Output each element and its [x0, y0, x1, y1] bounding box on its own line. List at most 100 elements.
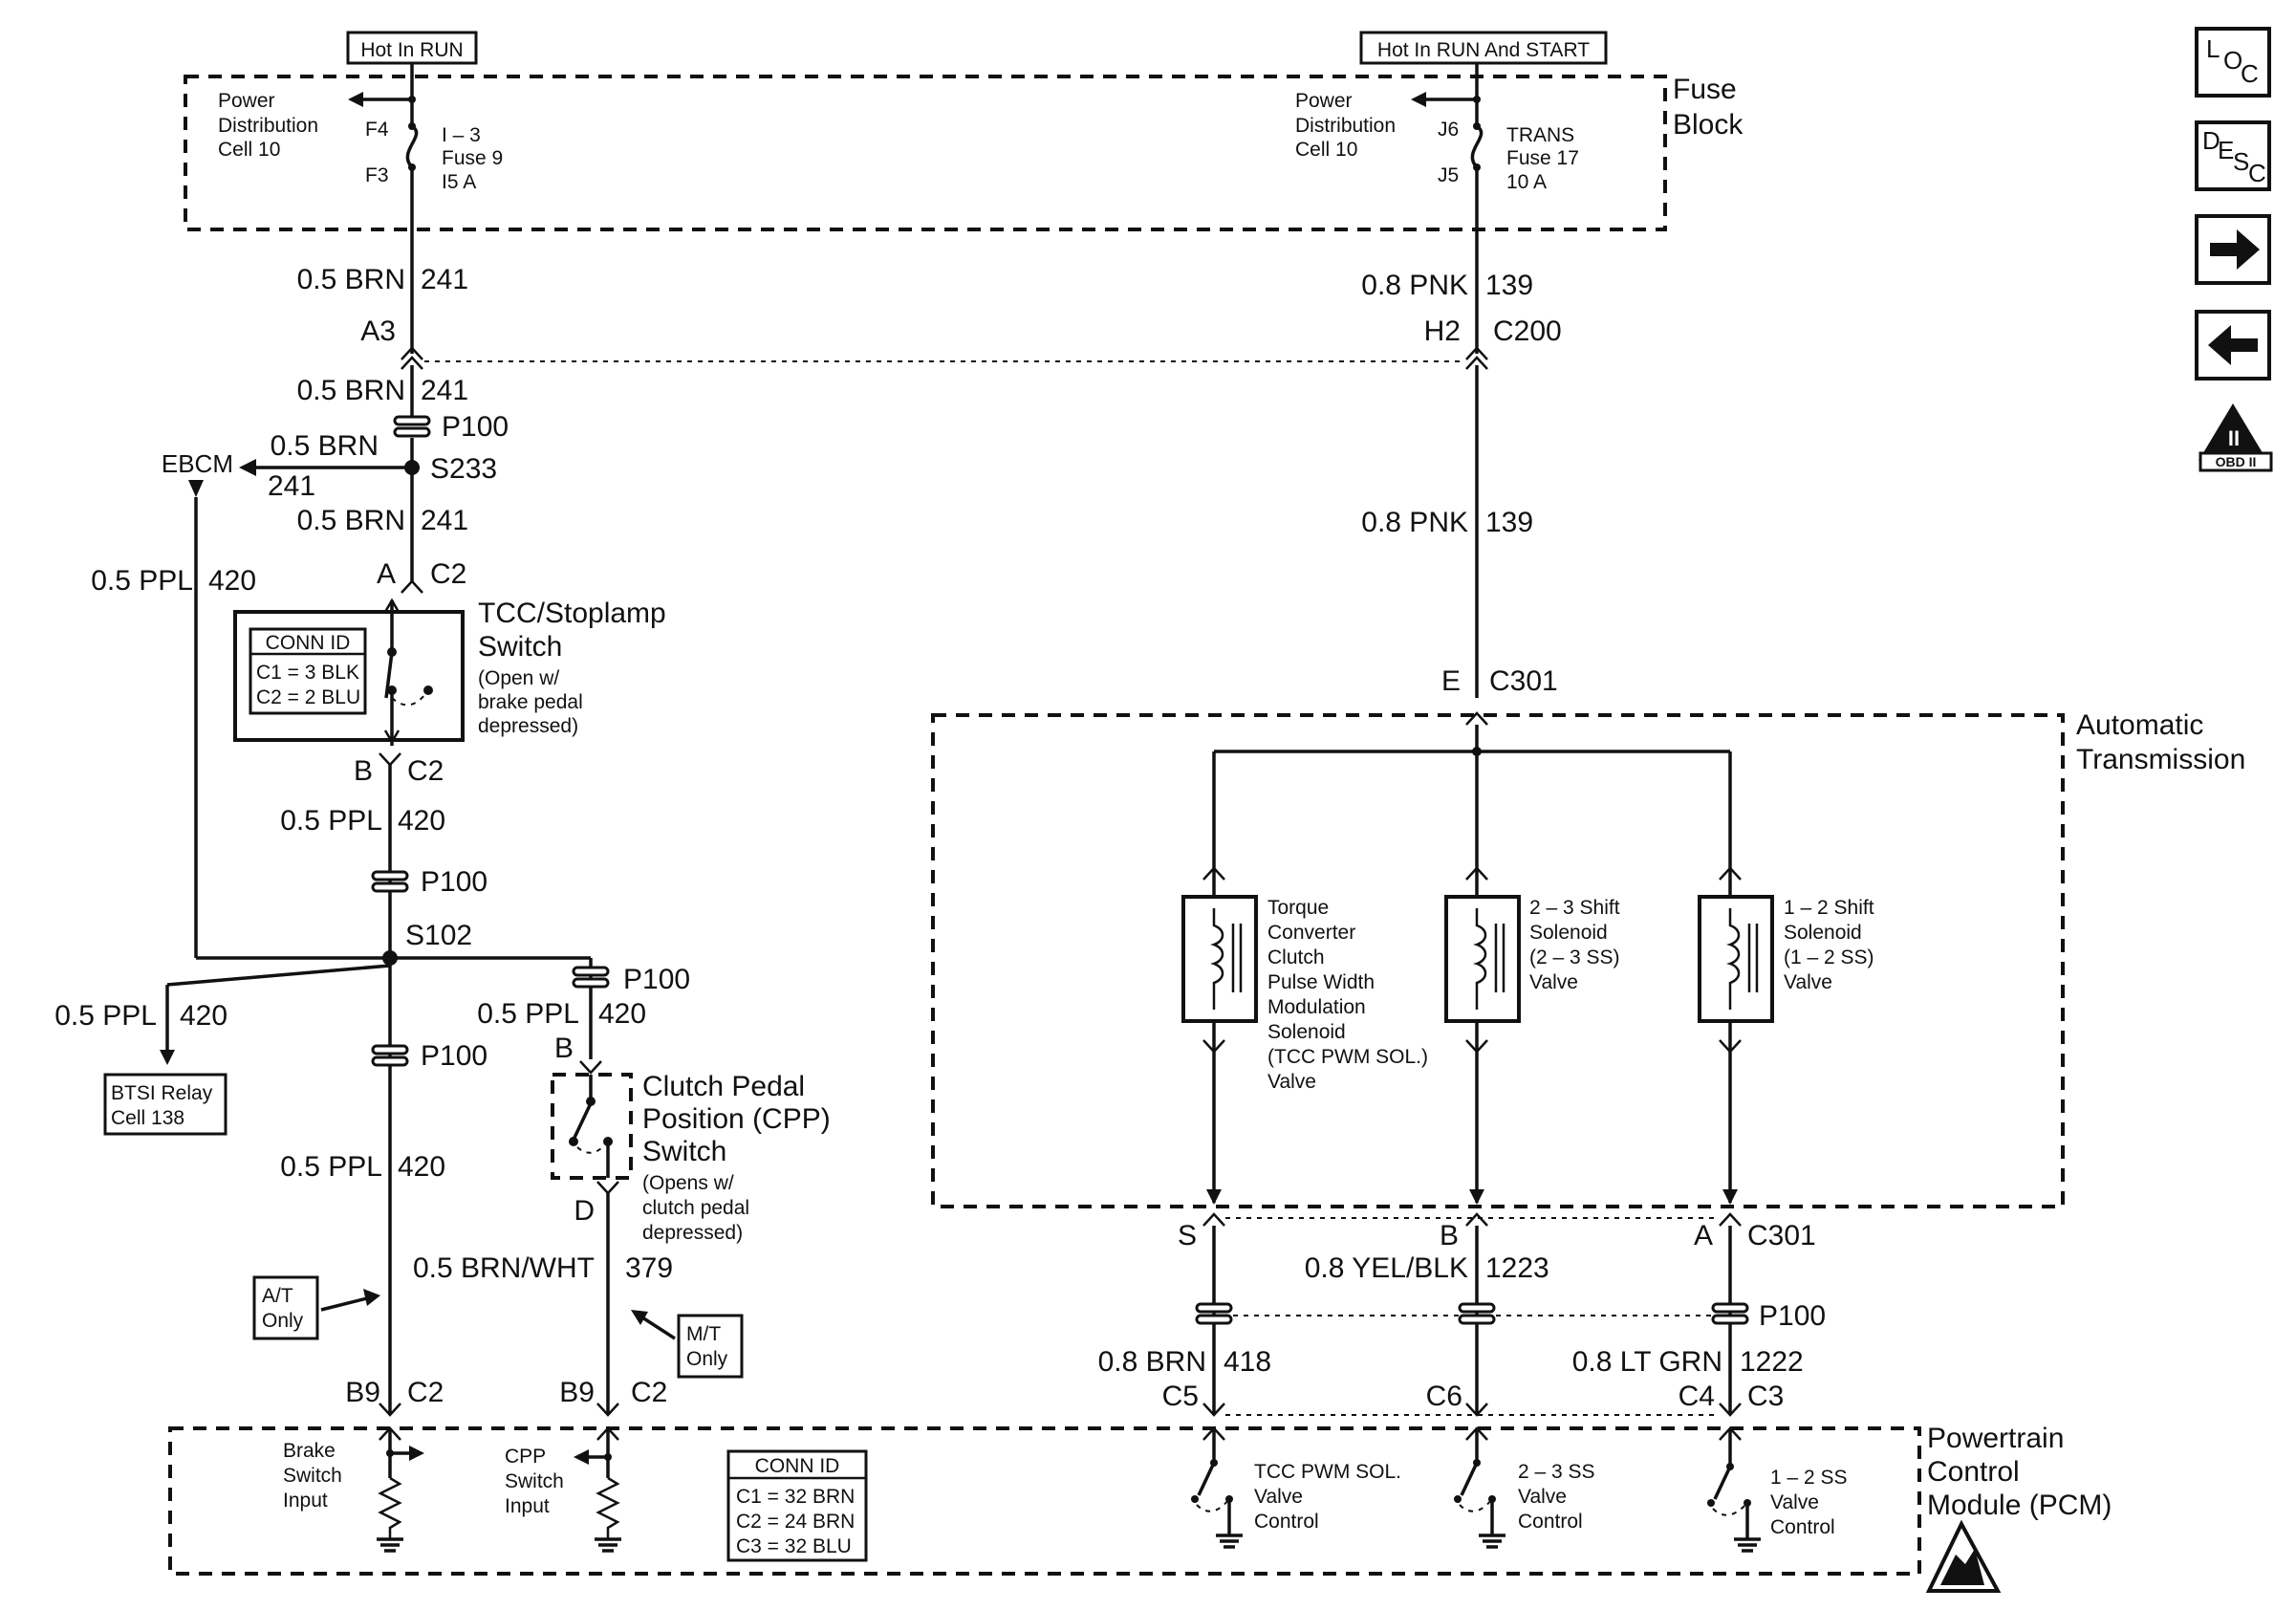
svg-text:C301: C301: [1489, 665, 1558, 697]
svg-text:Power: Power: [1295, 90, 1353, 112]
svg-text:1223: 1223: [1485, 1252, 1549, 1284]
esd-warning-icon: [1925, 1519, 2002, 1593]
svg-text:Position (CPP): Position (CPP): [642, 1103, 831, 1135]
pcm-module: Powertrain Control Module (PCM) Brake Sw…: [168, 1423, 2112, 1593]
svg-text:(TCC PWM SOL.): (TCC PWM SOL.): [1267, 1046, 1428, 1068]
svg-text:420: 420: [398, 805, 445, 837]
svg-text:F3: F3: [365, 164, 389, 186]
pcm-conn-id: CONN ID C1 = 32 BRN C2 = 24 BRN C3 = 32 …: [726, 1449, 868, 1562]
svg-text:Solenoid: Solenoid: [1529, 922, 1608, 944]
p100-passthrough-icon: [1458, 1302, 1496, 1325]
svg-text:C: C: [2241, 59, 2259, 88]
automatic-transmission: Automatic Transmission Torque Converter …: [931, 709, 2245, 1208]
switch-contact-icon: [569, 1075, 613, 1178]
svg-text:1 – 2 SS: 1 – 2 SS: [1770, 1467, 1848, 1489]
mt-only-box: M/T Only: [631, 1310, 744, 1379]
svg-text:I – 3: I – 3: [442, 124, 481, 146]
svg-text:1222: 1222: [1740, 1346, 1804, 1378]
svg-text:0.5 PPL: 0.5 PPL: [280, 805, 382, 837]
shift-solenoid-2-3: 2 – 3 Shift Solenoid (2 – 3 SS) Valve: [1444, 866, 1620, 1205]
svg-text:420: 420: [398, 1151, 445, 1183]
tcc-stoplamp-switch: CONN ID C1 = 3 BLK C2 = 2 BLU TCC/Stopla…: [233, 598, 666, 746]
cpp-switch-input: CPP Switch Input: [505, 1426, 621, 1553]
svg-text:C2: C2: [407, 1377, 444, 1408]
svg-text:Valve: Valve: [1267, 1071, 1316, 1093]
svg-text:Solenoid: Solenoid: [1784, 922, 1862, 944]
circuit-379: D 0.5 BRN/WHT 379 M/T Only B9 C2: [413, 1181, 744, 1417]
svg-text:J5: J5: [1438, 164, 1459, 186]
tcc-pwm-solenoid: Torque Converter Clutch Pulse Width Modu…: [1181, 866, 1428, 1205]
svg-text:Hot In RUN: Hot In RUN: [360, 39, 463, 61]
svg-text:0.8 LT GRN: 0.8 LT GRN: [1572, 1346, 1722, 1378]
svg-text:S233: S233: [430, 453, 497, 485]
svg-text:B: B: [554, 1033, 574, 1064]
svg-text:Valve: Valve: [1784, 971, 1832, 993]
ss-2-3-valve-control: 2 – 3 SS Valve Control: [1454, 1426, 1595, 1549]
svg-text:1 – 2 Shift: 1 – 2 Shift: [1784, 897, 1874, 919]
svg-text:Cell 138: Cell 138: [111, 1107, 184, 1129]
svg-text:2 – 3 Shift: 2 – 3 Shift: [1529, 897, 1620, 919]
svg-text:CPP: CPP: [505, 1446, 546, 1468]
svg-text:H2: H2: [1424, 315, 1461, 347]
svg-text:420: 420: [208, 565, 256, 597]
svg-text:C6: C6: [1426, 1381, 1462, 1412]
svg-text:0.5 PPL: 0.5 PPL: [280, 1151, 382, 1183]
circuit-420-main: B C2 0.5 PPL 420 P100 S102 0.5 PPL 420 B…: [54, 752, 487, 1417]
svg-text:Modulation: Modulation: [1267, 996, 1366, 1018]
svg-text:Torque: Torque: [1267, 897, 1329, 919]
svg-text:Switch: Switch: [283, 1465, 342, 1487]
description-nav-button[interactable]: D E S C: [2195, 120, 2271, 191]
svg-text:A/T: A/T: [262, 1285, 293, 1307]
ss-1-2-valve-control: 1 – 2 SS Valve Control: [1707, 1426, 1848, 1553]
previous-page-button[interactable]: [2195, 310, 2271, 381]
svg-text:P100: P100: [1759, 1300, 1826, 1332]
svg-text:A: A: [377, 558, 396, 590]
hot-in-run-start-label: Hot In RUN And START: [1359, 31, 1608, 65]
svg-text:II: II: [2228, 426, 2240, 450]
svg-text:C3 = 32 BLU: C3 = 32 BLU: [736, 1535, 852, 1557]
svg-text:Pulse Width: Pulse Width: [1267, 971, 1375, 993]
svg-text:Power: Power: [218, 90, 275, 112]
svg-text:S: S: [2233, 147, 2249, 176]
svg-text:C3: C3: [1747, 1381, 1784, 1412]
svg-text:TCC PWM SOL.: TCC PWM SOL.: [1254, 1461, 1401, 1483]
btsi-relay-box: BTSI Relay Cell 138: [103, 1073, 227, 1136]
svg-text:0.5 PPL: 0.5 PPL: [477, 998, 579, 1030]
svg-text:Hot In RUN And START: Hot In RUN And START: [1377, 39, 1590, 61]
svg-text:Input: Input: [283, 1490, 328, 1512]
svg-text:C2: C2: [430, 558, 466, 590]
obd-ii-icon[interactable]: OBD II II: [2199, 403, 2273, 472]
svg-text:Automatic: Automatic: [2076, 709, 2203, 741]
arrow-right-icon: [2210, 229, 2260, 270]
svg-text:Only: Only: [686, 1348, 728, 1370]
svg-text:Valve: Valve: [1529, 971, 1578, 993]
svg-text:P100: P100: [421, 866, 487, 898]
svg-text:M/T: M/T: [686, 1323, 721, 1345]
svg-text:Distribution: Distribution: [1295, 115, 1396, 137]
fuse-block: Fuse Block Power Distribution Cell 10 F4…: [184, 63, 1744, 354]
svg-text:E: E: [2218, 136, 2234, 164]
circuit-241: 0.5 BRN 241 A3 0.5 BRN 241 P100 S233 0.5…: [162, 264, 1464, 594]
location-nav-button[interactable]: L O C: [2195, 27, 2271, 98]
svg-text:CONN ID: CONN ID: [755, 1455, 840, 1477]
at-only-box: A/T Only: [252, 1275, 380, 1340]
svg-text:C2 = 2 BLU: C2 = 2 BLU: [256, 686, 360, 708]
svg-text:L: L: [2206, 34, 2220, 63]
svg-text:Distribution: Distribution: [218, 115, 318, 137]
svg-text:C1 = 32 BRN: C1 = 32 BRN: [736, 1486, 855, 1508]
svg-text:B9: B9: [559, 1377, 595, 1408]
svg-text:Control: Control: [1518, 1511, 1583, 1533]
svg-text:139: 139: [1485, 507, 1533, 538]
next-page-button[interactable]: [2195, 214, 2271, 285]
svg-text:Switch: Switch: [478, 631, 562, 663]
svg-text:0.5 BRN: 0.5 BRN: [297, 505, 405, 536]
fuse-17-icon: [1470, 122, 1484, 171]
tcc-pwm-valve-control: TCC PWM SOL. Valve Control: [1191, 1426, 1401, 1549]
svg-text:TRANS: TRANS: [1506, 124, 1574, 146]
svg-text:O: O: [2223, 46, 2242, 75]
svg-text:F4: F4: [365, 119, 389, 141]
svg-text:J6: J6: [1438, 119, 1459, 141]
arrow-left-icon: [2208, 325, 2258, 365]
svg-text:B: B: [1440, 1220, 1459, 1251]
svg-text:379: 379: [625, 1252, 673, 1284]
